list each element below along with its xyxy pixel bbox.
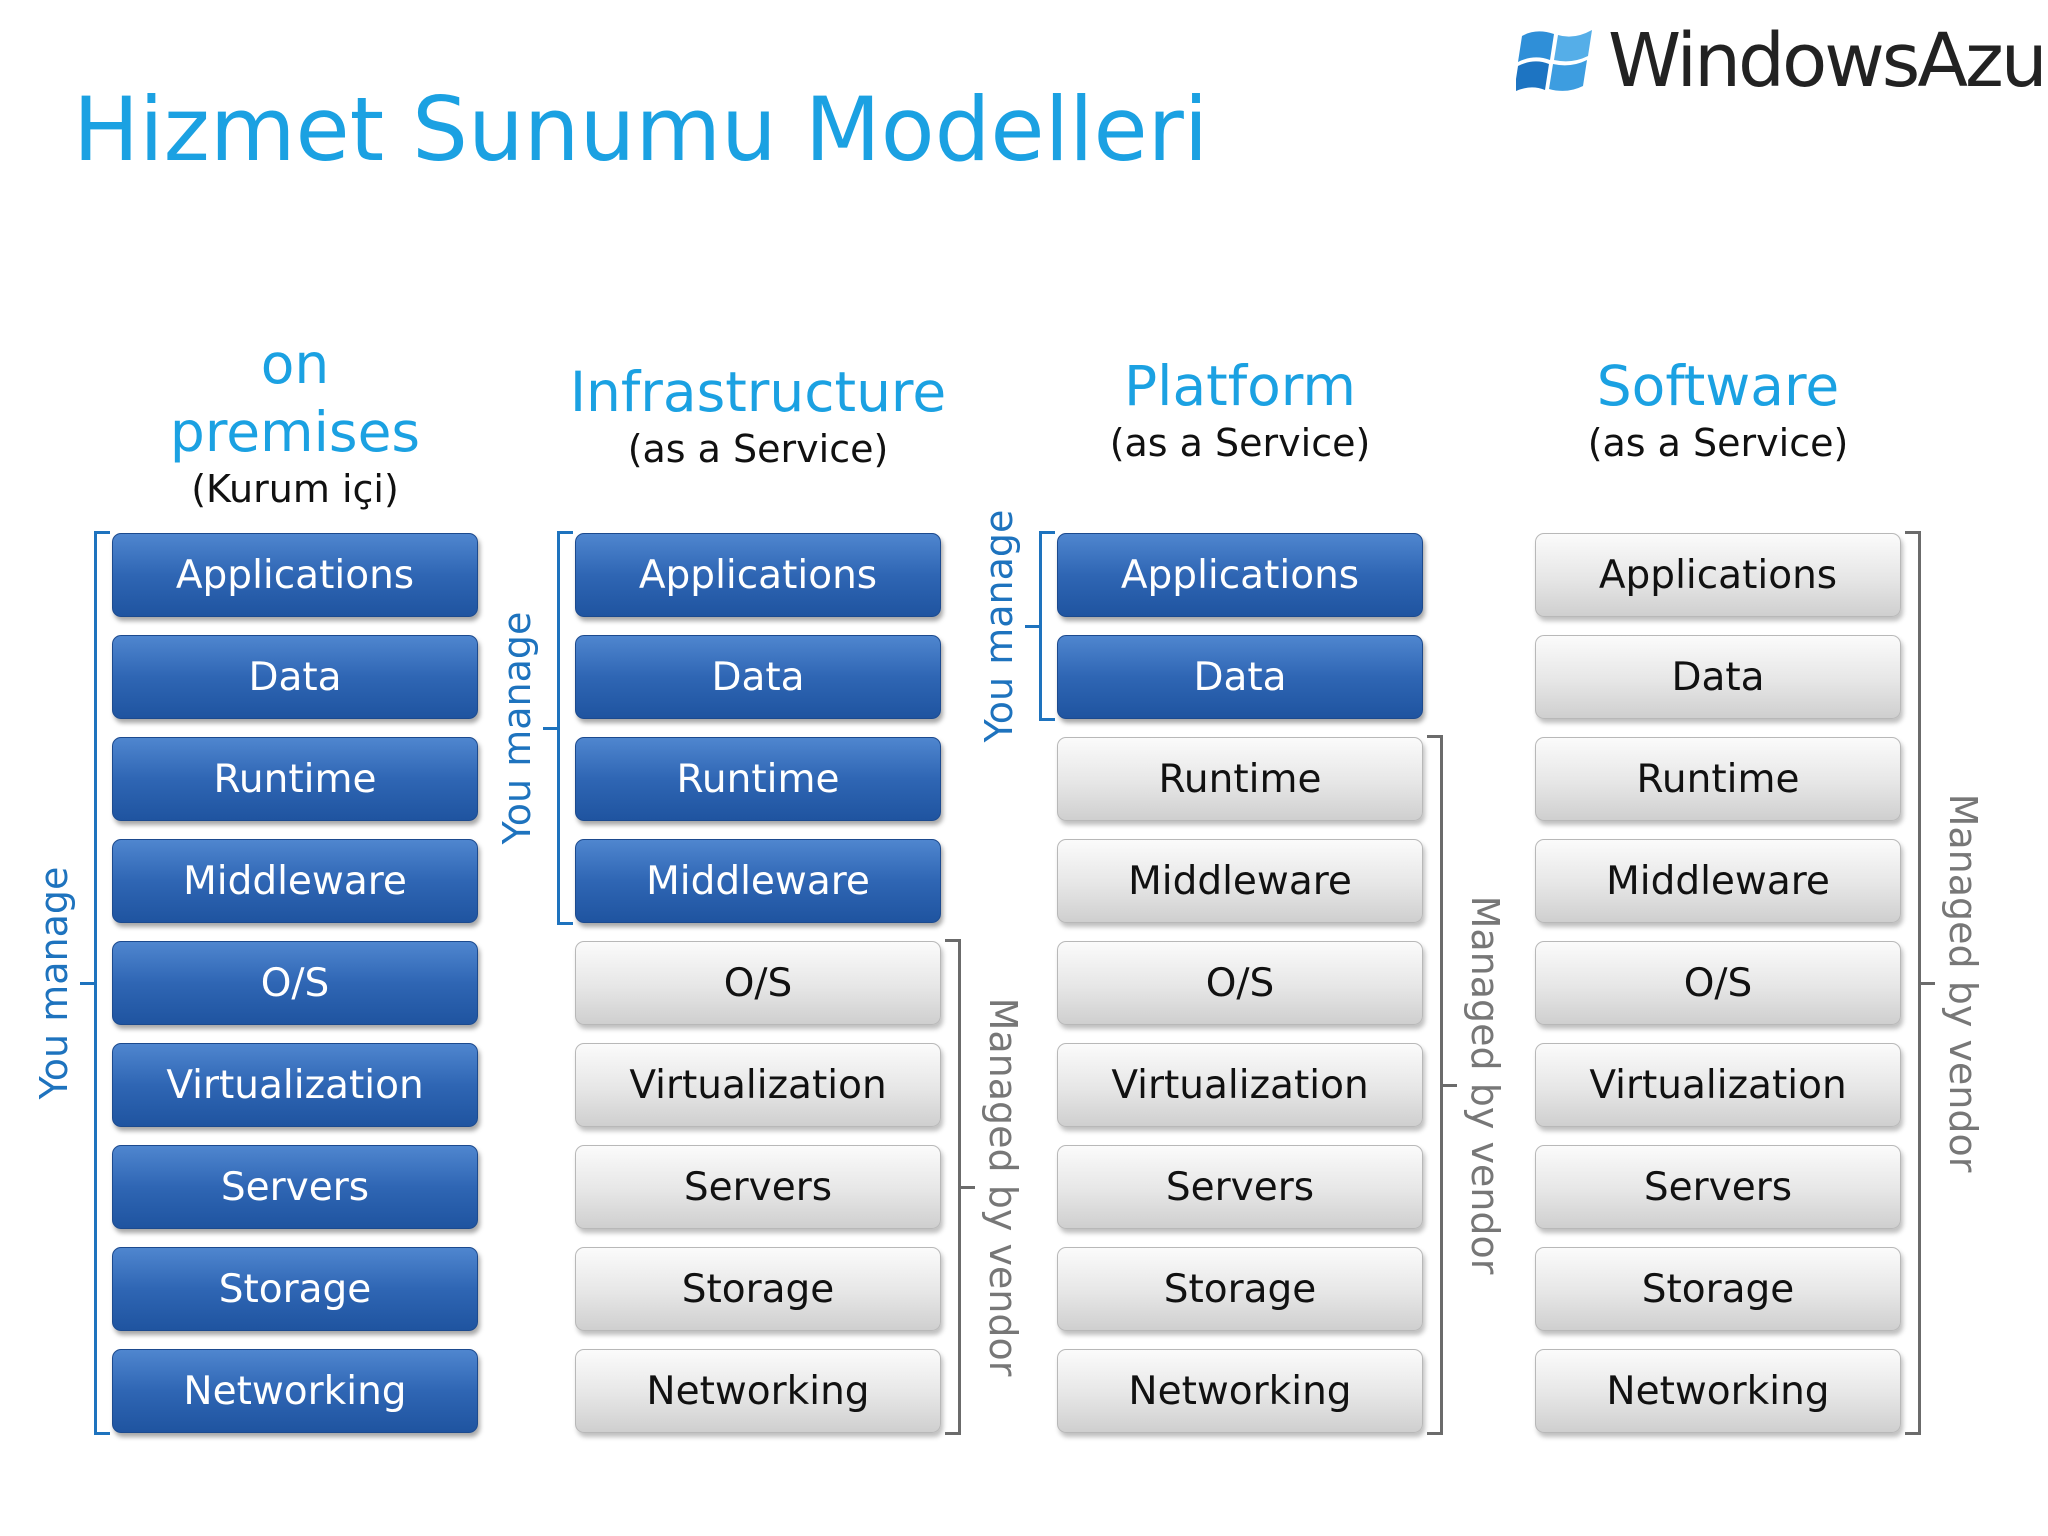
column-title-line: on bbox=[260, 332, 330, 396]
column-subtitle: (as a Service) bbox=[627, 427, 889, 471]
column-heading-iaas: Infrastructure(as a Service) bbox=[548, 358, 968, 472]
layer-box-servers: Servers bbox=[112, 1145, 478, 1229]
bracket-tick bbox=[80, 982, 94, 985]
column-heading-paas: Platform(as a Service) bbox=[1030, 352, 1450, 466]
layer-box-data: Data bbox=[1057, 635, 1423, 719]
windows-azure-logo: WindowsAzure bbox=[1508, 8, 2048, 114]
layer-box-runtime: Runtime bbox=[575, 737, 941, 821]
column-title-line: Platform bbox=[1124, 354, 1356, 418]
managed-by-vendor-label: Managed by vendor bbox=[981, 997, 1025, 1377]
bracket-tick bbox=[1921, 982, 1935, 985]
layer-box-data: Data bbox=[575, 635, 941, 719]
bracket-tick bbox=[961, 1186, 975, 1189]
column-heading-saas: Software(as a Service) bbox=[1508, 352, 1928, 466]
layer-box-virtualization: Virtualization bbox=[1057, 1043, 1423, 1127]
layer-box-storage: Storage bbox=[1057, 1247, 1423, 1331]
layer-box-os: O/S bbox=[112, 941, 478, 1025]
layer-box-data: Data bbox=[1535, 635, 1901, 719]
layer-box-networking: Networking bbox=[1057, 1349, 1423, 1433]
you-manage-label: You manage bbox=[495, 611, 539, 845]
column-title-line: Infrastructure bbox=[569, 360, 947, 424]
layer-box-runtime: Runtime bbox=[1535, 737, 1901, 821]
layer-box-middleware: Middleware bbox=[575, 839, 941, 923]
layer-box-servers: Servers bbox=[575, 1145, 941, 1229]
windows-flag-icon bbox=[1516, 30, 1592, 92]
layer-box-data: Data bbox=[112, 635, 478, 719]
logo-word-azure: Azure bbox=[1917, 18, 2048, 104]
logo-text: WindowsAzure bbox=[1608, 18, 2048, 104]
logo-word-windows: Windows bbox=[1608, 18, 1920, 104]
layer-box-os: O/S bbox=[1535, 941, 1901, 1025]
managed-by-vendor-label: Managed by vendor bbox=[1941, 793, 1985, 1173]
layer-box-servers: Servers bbox=[1057, 1145, 1423, 1229]
layer-box-storage: Storage bbox=[112, 1247, 478, 1331]
layer-box-servers: Servers bbox=[1535, 1145, 1901, 1229]
layer-box-networking: Networking bbox=[575, 1349, 941, 1433]
layer-box-networking: Networking bbox=[1535, 1349, 1901, 1433]
layer-box-applications: Applications bbox=[1057, 533, 1423, 617]
layer-box-runtime: Runtime bbox=[1057, 737, 1423, 821]
bracket-tick bbox=[1025, 625, 1039, 628]
managed-by-vendor-bracket bbox=[1905, 531, 1921, 1435]
you-manage-bracket bbox=[557, 531, 573, 925]
layer-box-virtualization: Virtualization bbox=[575, 1043, 941, 1127]
layer-box-storage: Storage bbox=[575, 1247, 941, 1331]
layer-box-virtualization: Virtualization bbox=[112, 1043, 478, 1127]
layer-box-os: O/S bbox=[575, 941, 941, 1025]
managed-by-vendor-bracket bbox=[1427, 735, 1443, 1435]
bracket-tick bbox=[543, 727, 557, 730]
layer-box-networking: Networking bbox=[112, 1349, 478, 1433]
column-title-line: premises bbox=[169, 400, 421, 464]
column-title-line: Software bbox=[1596, 354, 1840, 418]
layer-box-virtualization: Virtualization bbox=[1535, 1043, 1901, 1127]
layer-box-storage: Storage bbox=[1535, 1247, 1901, 1331]
column-subtitle: (as a Service) bbox=[1587, 421, 1849, 465]
layer-box-middleware: Middleware bbox=[1057, 839, 1423, 923]
column-subtitle: (Kurum içi) bbox=[191, 467, 399, 511]
you-manage-label: You manage bbox=[977, 509, 1021, 743]
page-title: Hizmet Sunumu Modelleri bbox=[73, 78, 1209, 181]
you-manage-bracket bbox=[94, 531, 110, 1435]
layer-box-applications: Applications bbox=[575, 533, 941, 617]
you-manage-bracket bbox=[1039, 531, 1055, 721]
managed-by-vendor-label: Managed by vendor bbox=[1463, 895, 1507, 1275]
column-subtitle: (as a Service) bbox=[1109, 421, 1371, 465]
layer-box-middleware: Middleware bbox=[1535, 839, 1901, 923]
managed-by-vendor-bracket bbox=[945, 939, 961, 1435]
layer-box-applications: Applications bbox=[112, 533, 478, 617]
layer-box-applications: Applications bbox=[1535, 533, 1901, 617]
you-manage-label: You manage bbox=[32, 866, 76, 1100]
layer-box-runtime: Runtime bbox=[112, 737, 478, 821]
bracket-tick bbox=[1443, 1084, 1457, 1087]
layer-box-os: O/S bbox=[1057, 941, 1423, 1025]
layer-box-middleware: Middleware bbox=[112, 839, 478, 923]
